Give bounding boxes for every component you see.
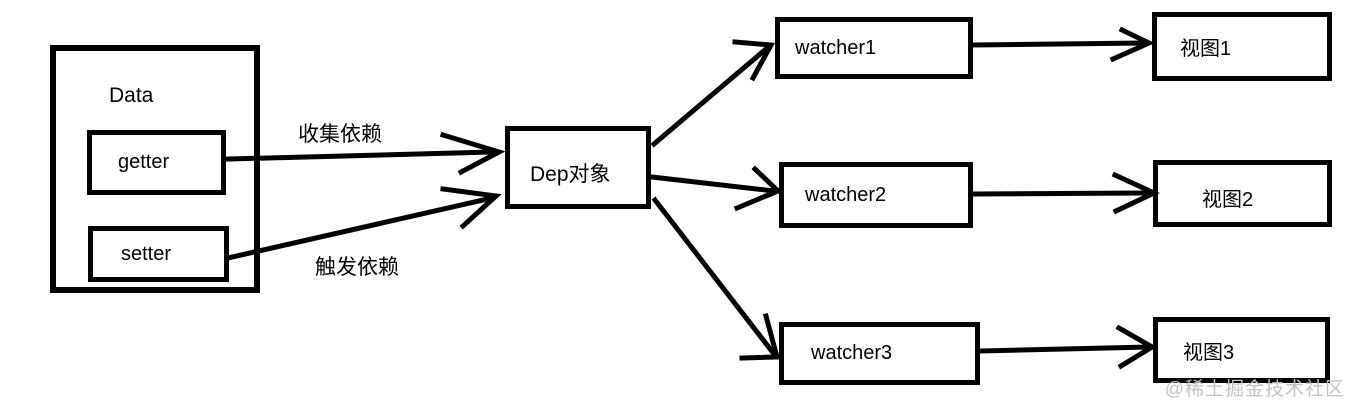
setter-node: setter: [88, 226, 229, 282]
watcher2-node-label: watcher2: [805, 183, 887, 206]
view3-node: 视图3: [1153, 317, 1330, 383]
getter-node-label: getter: [118, 151, 170, 173]
watcher3-node-label: watcher3: [811, 342, 893, 364]
view1-node: 视图1: [1152, 12, 1332, 81]
watermark: @稀土掘金技术社区: [1164, 379, 1345, 400]
watcher1-node-label: watcher1: [795, 36, 877, 59]
view3-node-label: 视图3: [1183, 341, 1235, 364]
edge-shaft: [971, 40, 1149, 48]
watcher1-node: watcher1: [775, 17, 973, 79]
dep-node: Dep对象: [505, 126, 651, 209]
edge-dep-to-watcher2: [649, 165, 783, 212]
edge-shaft: [649, 174, 777, 194]
edge-shaft: [225, 195, 495, 261]
arrowhead-icon: [733, 165, 783, 212]
edge-dep-to-watcher1: [650, 39, 776, 148]
setter-node-label: setter: [121, 242, 172, 265]
edge-shaft: [225, 149, 497, 162]
view2-node: 视图2: [1153, 160, 1332, 227]
view2-node-label: 视图2: [1202, 189, 1254, 211]
watcher3-node: watcher3: [779, 322, 980, 385]
arrowhead-icon: [739, 312, 781, 361]
edge-getter-to-dep: [225, 131, 506, 176]
view1-node-label: 视图1: [1180, 38, 1232, 60]
dep-node-label: Dep对象: [530, 162, 611, 186]
arrowhead-icon: [1109, 26, 1155, 63]
edge-shaft: [650, 45, 770, 148]
edge-watcher3-to-view3: [979, 324, 1157, 370]
edge-shaft: [979, 344, 1152, 354]
arrowhead-icon: [440, 186, 502, 230]
getter-node: getter: [87, 130, 226, 195]
edge-shaft: [651, 196, 778, 358]
data-node-label: Data: [109, 84, 154, 107]
edge-label-trigger-deps: 触发依赖: [315, 256, 399, 279]
edge-label-collect-deps: 收集依赖: [298, 123, 382, 146]
data-node: Data: [50, 45, 260, 293]
arrowhead-icon: [1115, 324, 1157, 370]
arrowhead-icon: [732, 39, 776, 82]
edge-shaft: [971, 190, 1153, 197]
arrowhead-icon: [439, 131, 506, 176]
edge-dep-to-watcher3: [651, 196, 781, 361]
edge-watcher2-to-view2: [971, 171, 1160, 215]
watcher2-node: watcher2: [779, 162, 973, 228]
edge-setter-to-dep: [225, 186, 502, 261]
edge-watcher1-to-view1: [971, 26, 1155, 63]
